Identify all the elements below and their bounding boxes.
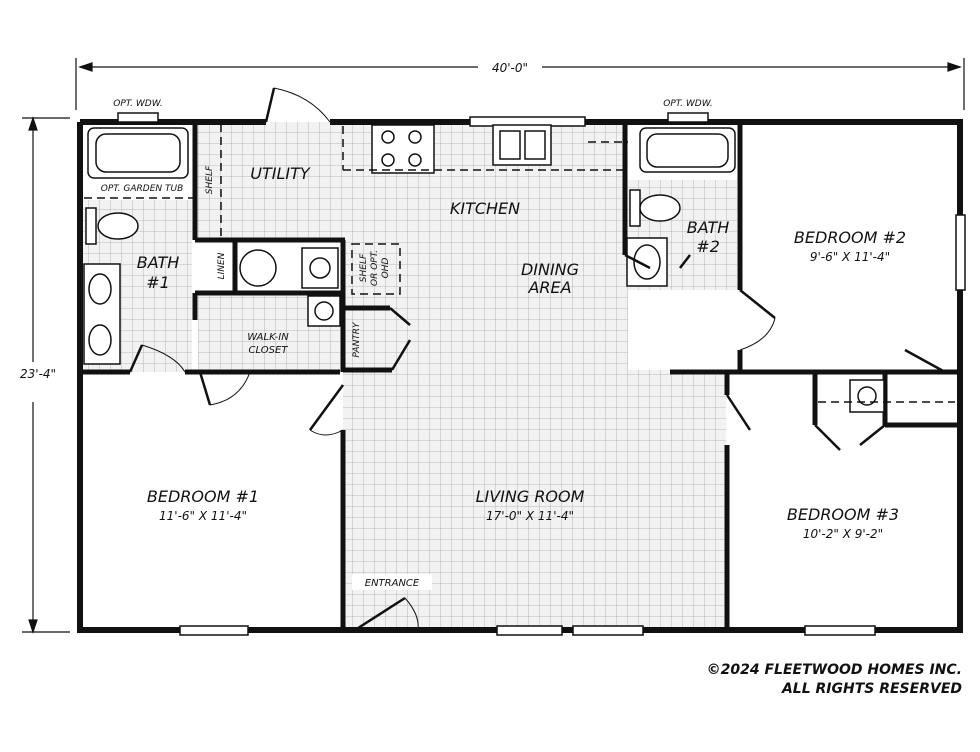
garden-tub-label: OPT. GARDEN TUB	[101, 184, 184, 194]
bedroom1-size: 11'-6" X 11'-4"	[159, 509, 247, 523]
copyright-line1: ©2024 FLEETWOOD HOMES INC.	[707, 662, 962, 678]
bedroom3-size: 10'-2" X 9'-2"	[803, 527, 883, 541]
windows	[117, 112, 966, 636]
shelf-opt-label-line1: SHELF	[359, 253, 369, 282]
bedroom1-name: BEDROOM #1	[147, 487, 259, 506]
interior-walls	[80, 122, 960, 630]
bath1-label-line2: #1	[146, 273, 170, 292]
bath2-label-line1: BATH	[687, 218, 730, 237]
width-dimension: 40'-0"	[492, 61, 528, 75]
copyright-line2: ALL RIGHTS RESERVED	[781, 681, 962, 697]
living-room-name: LIVING ROOM	[476, 487, 585, 506]
height-dimension: 23'-4"	[20, 367, 56, 381]
kitchen-label: KITCHEN	[450, 199, 520, 218]
entrance-label: ENTRANCE	[365, 578, 420, 589]
walkin-label-line2: CLOSET	[249, 345, 289, 356]
bath2-label-line2: #2	[696, 237, 720, 256]
opt-window-left-label: OPT. WDW.	[113, 99, 163, 109]
walkin-label-line1: WALK-IN	[247, 332, 289, 343]
utility-label: UTILITY	[250, 164, 311, 183]
shelf-opt-label-line2: OR OPT.	[370, 250, 380, 286]
dining-label-line2: AREA	[527, 278, 571, 297]
doors	[128, 87, 946, 632]
shelf-label: SHELF	[205, 165, 215, 194]
pantry-label: PANTRY	[352, 321, 362, 358]
bedroom3-name: BEDROOM #3	[787, 505, 899, 524]
bedroom2-name: BEDROOM #2	[794, 228, 906, 247]
shelf-opt-label-line3: OHD	[381, 258, 391, 279]
living-room-size: 17'-0" X 11'-4"	[486, 509, 574, 523]
linen-label: LINEN	[217, 252, 227, 279]
dashed-outlines	[84, 124, 955, 403]
bedroom2-size: 9'-6" X 11'-4"	[810, 250, 890, 264]
dining-label-line1: DINING	[521, 260, 579, 279]
fixtures	[83, 124, 885, 413]
bath1-label-line1: BATH	[137, 253, 180, 272]
opt-window-right-label: OPT. WDW.	[663, 99, 713, 109]
